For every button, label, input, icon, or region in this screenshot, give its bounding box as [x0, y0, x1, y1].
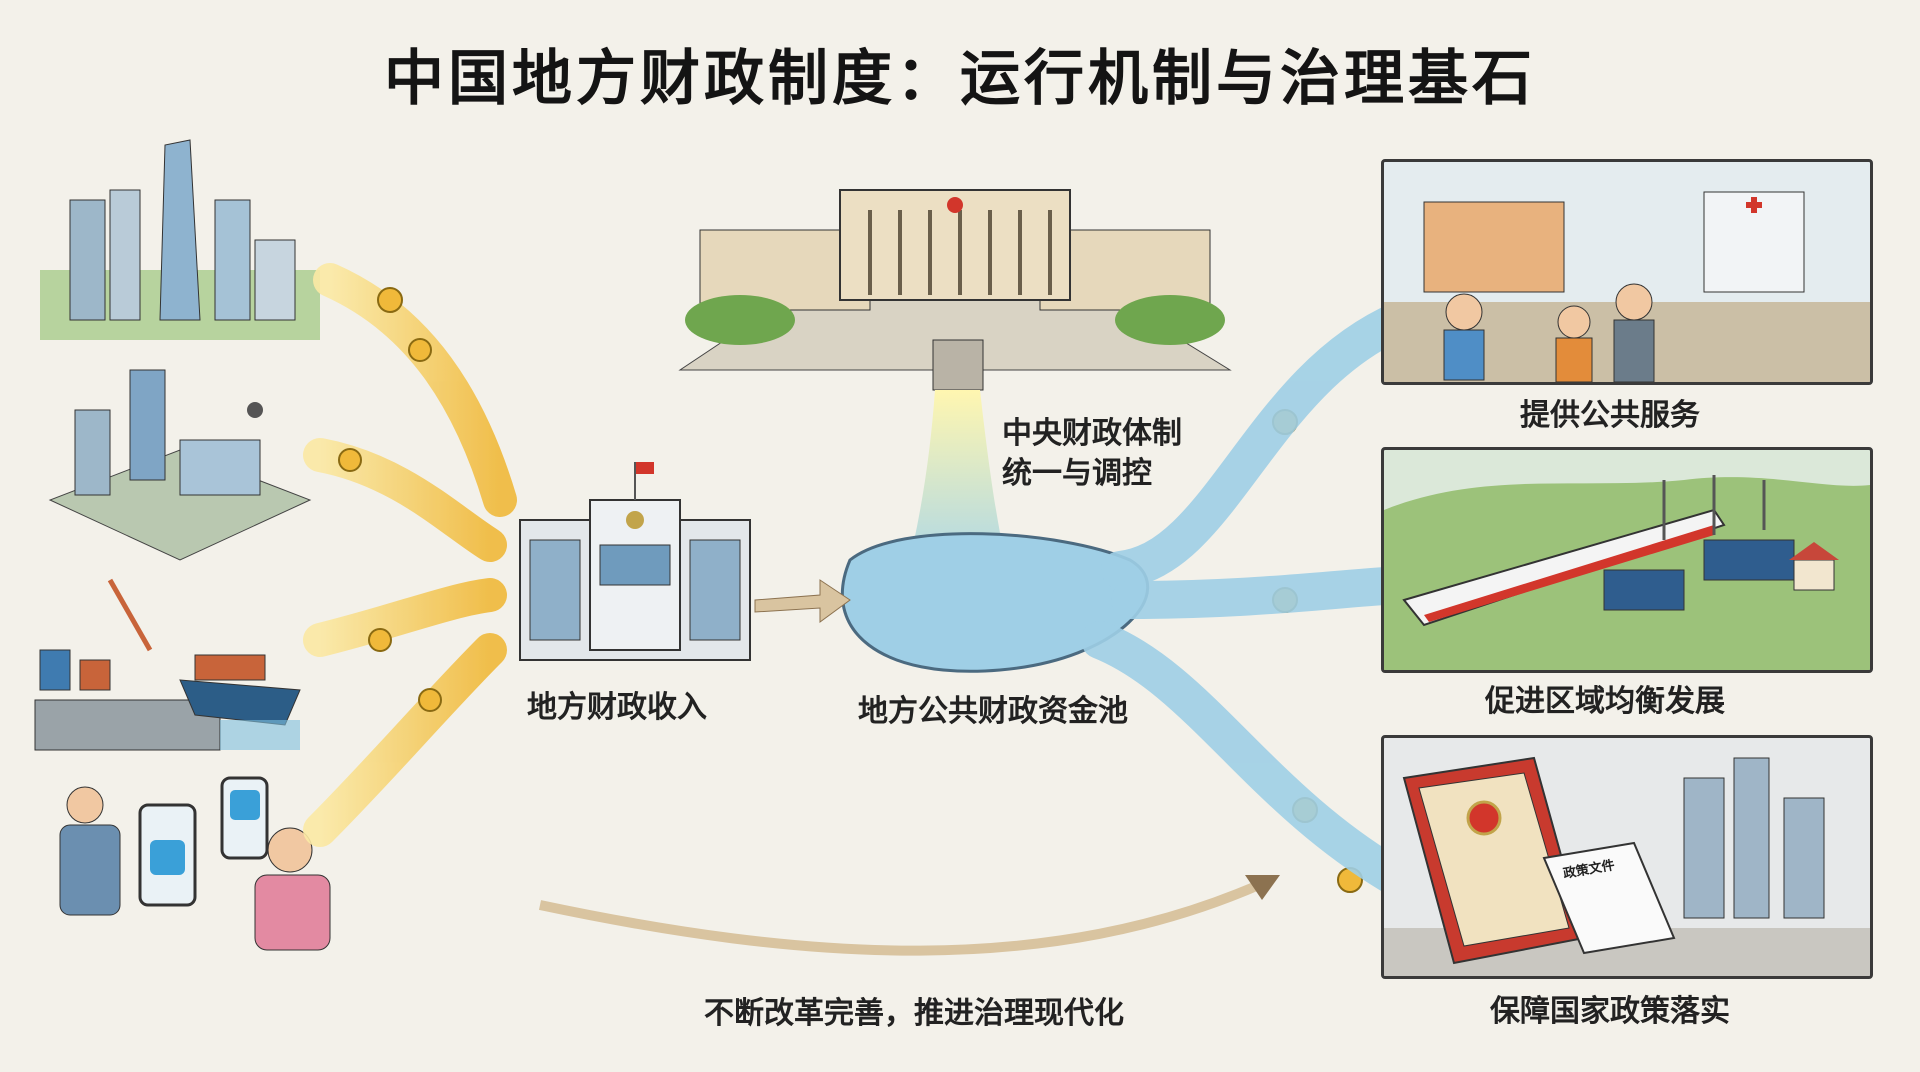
regional-development-panel: [1381, 447, 1873, 673]
mobile-payment-illustration: [59, 776, 331, 951]
reform-arrow-head: [1245, 875, 1280, 900]
reform-label: 不断改革完善，推进治理现代化: [704, 996, 1124, 1031]
central-government-building-illustration: [678, 189, 1232, 371]
local-revenue-label: 地方财政收入: [527, 690, 707, 725]
flow-arrow: [754, 579, 851, 623]
reform-arrow: [538, 875, 1273, 956]
revenue-flow-arrows: [303, 263, 517, 847]
outcome-label: 促进区域均衡发展: [1485, 684, 1725, 719]
page-title: 中国地方财政制度：运行机制与治理基石: [384, 44, 1536, 114]
city-skyline-illustration: [40, 139, 320, 340]
port-trade-illustration: [34, 578, 301, 751]
local-finance-bureau-illustration: [519, 462, 751, 661]
policy-implementation-panel: 政策文件: [1381, 735, 1873, 979]
pipe-illustration: [932, 339, 984, 391]
outcome-label: 保障国家政策落实: [1490, 994, 1730, 1029]
public-services-panel: [1381, 159, 1873, 385]
outcome-label: 提供公共服务: [1520, 398, 1700, 433]
distribution-streams: [1081, 301, 1419, 899]
fund-pool-label: 地方公共财政资金池: [858, 694, 1128, 729]
central-control-label: 统一与调控: [1002, 456, 1152, 491]
central-system-label: 中央财政体制: [1002, 416, 1182, 451]
high-tech-industry-illustration: [48, 369, 312, 561]
